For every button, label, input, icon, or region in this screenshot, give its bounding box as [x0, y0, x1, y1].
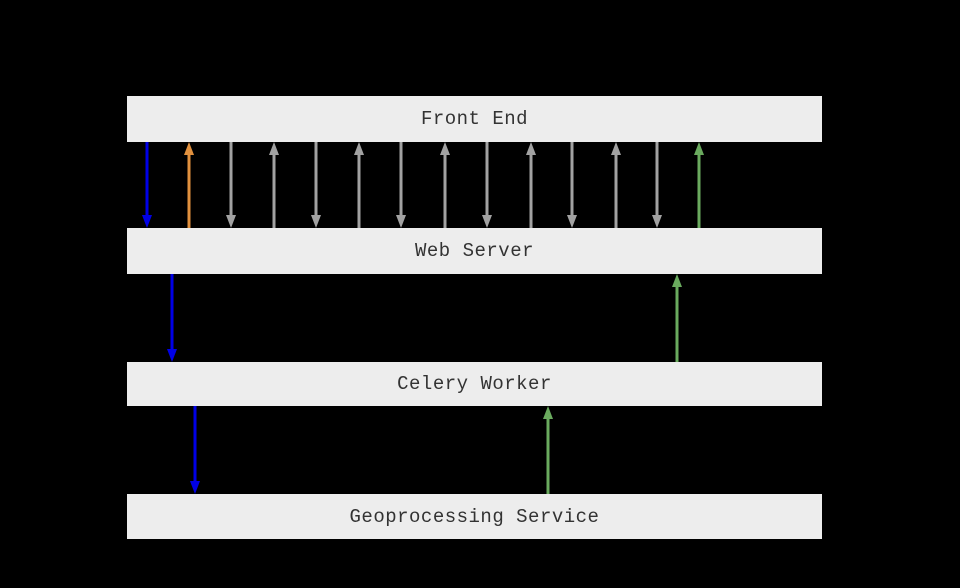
gray-down-arrow: [481, 142, 493, 228]
gray-up-arrow: [525, 142, 537, 228]
arrow-head-up-icon: [672, 274, 682, 287]
gray-up-arrow: [610, 142, 622, 228]
arrow-head-down-icon: [652, 215, 662, 228]
arrow-head-up-icon: [611, 142, 621, 155]
node-web-server: Web Server: [127, 228, 822, 274]
arrow-head-down-icon: [142, 215, 152, 228]
arrow-head-up-icon: [526, 142, 536, 155]
blue-down-arrow: [189, 406, 201, 494]
arrow-shaft: [655, 142, 659, 219]
arrow-shaft: [570, 142, 574, 219]
arrow-shaft: [485, 142, 489, 219]
orange-up-arrow: [183, 142, 195, 228]
gray-down-arrow: [310, 142, 322, 228]
green-up-arrow: [671, 274, 683, 362]
arrow-shaft: [193, 406, 197, 485]
gray-down-arrow: [395, 142, 407, 228]
arrow-head-up-icon: [694, 142, 704, 155]
arrow-shaft: [314, 142, 318, 219]
node-celery-worker-label: Celery Worker: [397, 373, 552, 395]
arrow-head-down-icon: [567, 215, 577, 228]
arrow-zone-celeryworker-geoprocessing: [0, 406, 960, 494]
arrow-shaft: [187, 151, 191, 228]
green-up-arrow: [542, 406, 554, 494]
gray-up-arrow: [268, 142, 280, 228]
arrow-shaft: [614, 151, 618, 228]
green-up-arrow: [693, 142, 705, 228]
arrow-head-up-icon: [440, 142, 450, 155]
arrow-shaft: [229, 142, 233, 219]
arrow-head-up-icon: [269, 142, 279, 155]
arrow-shaft: [443, 151, 447, 228]
node-celery-worker: Celery Worker: [127, 362, 822, 406]
arrow-head-up-icon: [543, 406, 553, 419]
arrow-shaft: [675, 283, 679, 362]
node-geoprocessing-service: Geoprocessing Service: [127, 494, 822, 539]
arrow-zone-webserver-celeryworker: [0, 274, 960, 362]
arrow-shaft: [145, 142, 149, 219]
arrow-head-down-icon: [190, 481, 200, 494]
gray-down-arrow: [566, 142, 578, 228]
arrow-shaft: [357, 151, 361, 228]
arrow-head-down-icon: [226, 215, 236, 228]
arrow-shaft: [170, 274, 174, 353]
arrow-shaft: [272, 151, 276, 228]
gray-down-arrow: [225, 142, 237, 228]
arrow-head-down-icon: [311, 215, 321, 228]
arrow-head-down-icon: [396, 215, 406, 228]
arrow-shaft: [697, 151, 701, 228]
node-front-end: Front End: [127, 96, 822, 142]
arrow-head-down-icon: [167, 349, 177, 362]
blue-down-arrow: [166, 274, 178, 362]
node-front-end-label: Front End: [420, 108, 529, 130]
node-geoprocessing-service-label: Geoprocessing Service: [349, 505, 600, 528]
arrow-head-down-icon: [482, 215, 492, 228]
arrow-shaft: [546, 415, 550, 494]
arrow-shaft: [529, 151, 533, 228]
arrow-shaft: [399, 142, 403, 219]
arrow-head-up-icon: [354, 142, 364, 155]
gray-up-arrow: [439, 142, 451, 228]
gray-up-arrow: [353, 142, 365, 228]
arrow-zone-frontend-webserver: [0, 142, 960, 228]
gray-down-arrow: [651, 142, 663, 228]
node-web-server-label: Web Server: [414, 240, 535, 262]
arrow-head-up-icon: [184, 142, 194, 155]
blue-down-arrow: [141, 142, 153, 228]
